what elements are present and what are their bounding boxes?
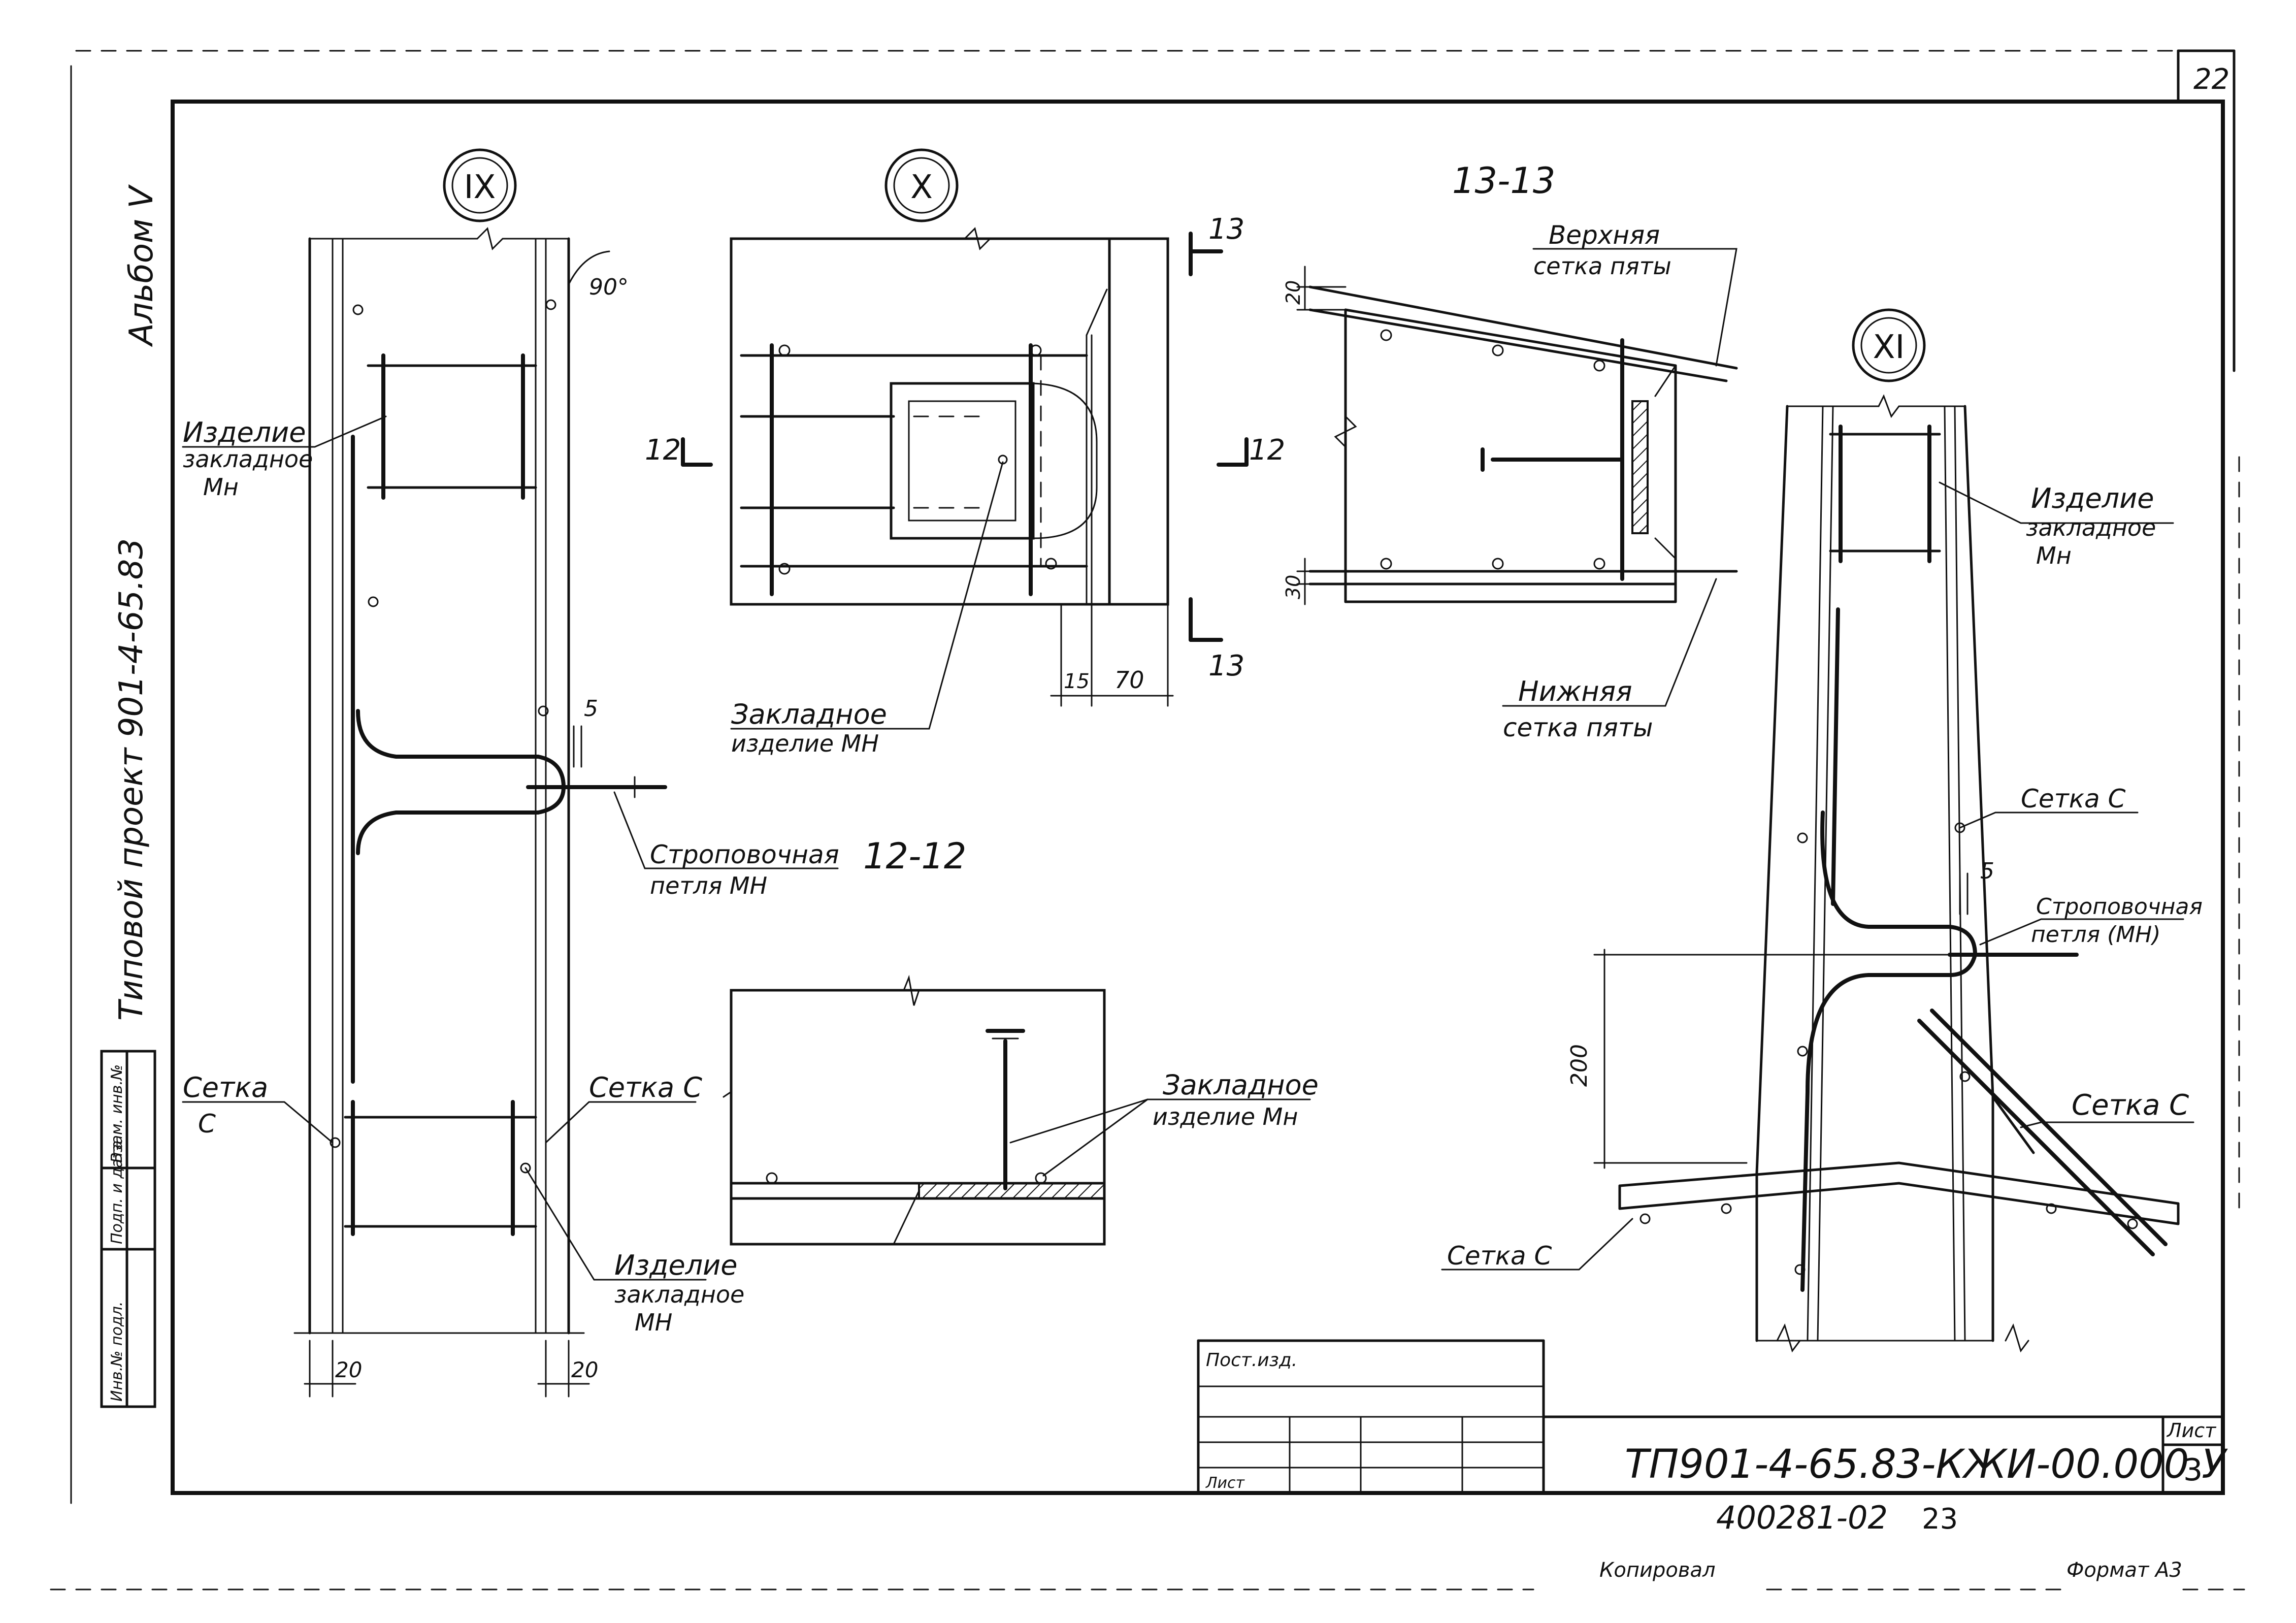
x-embedded-l1: Закладное [731, 698, 887, 730]
title-cell-top: Пост.изд. [1206, 1350, 1297, 1371]
ix-dim-left: 20 [335, 1357, 362, 1382]
x-dim-15: 15 [1064, 670, 1090, 693]
xi-embedded-l1: Изделие [2031, 482, 2154, 514]
ix-embedded-bottom-l2: закладное [614, 1281, 744, 1308]
cut-13-bottom: 13 [1208, 650, 1244, 683]
page-number: 22 [2193, 63, 2229, 96]
cut-12-left: 12 [645, 434, 681, 467]
s13-lower-l1: Нижняя [1518, 675, 1632, 707]
detail-x [681, 148, 1249, 730]
ix-callout: IX [464, 169, 496, 206]
xi-loop-l2: петля (МН) [2031, 922, 2160, 948]
side-stamp-cell-2: Подп. и дата [108, 1141, 126, 1244]
xi-loop-l1: Строповочная [2036, 894, 2203, 920]
s13-upper-l1: Верхняя [1549, 220, 1660, 250]
project-label: Типовой проект 901-4-65.83 [113, 538, 150, 1021]
ix-embedded-top-l1: Изделие [183, 416, 306, 448]
s12-embedded-l2: изделие Мн [1153, 1103, 1298, 1130]
s12-embedded-l1: Закладное [1163, 1069, 1319, 1101]
sheet-frame [50, 49, 2245, 1590]
footer-page: 23 [1922, 1503, 1958, 1536]
xi-gap: 5 [1980, 858, 1994, 884]
section-12-12 [723, 975, 1311, 1246]
xi-embedded-l2: закладное [2026, 514, 2156, 541]
ix-mesh-right: Сетка С [589, 1072, 702, 1103]
s13-upper-l2: сетка пяты [1533, 252, 1671, 280]
xi-dim-200: 200 [1566, 1044, 1592, 1087]
side-stamp-cell-1: Инв.№ подл. [108, 1302, 126, 1402]
title-code: ТП901-4-65.83-КЖИ-00.000 У [1625, 1442, 2228, 1487]
x-callout: X [910, 169, 933, 206]
x-embedded-l2: изделие МН [731, 730, 879, 757]
xi-embedded-l3: Мн [2036, 542, 2072, 569]
footer-inventory: 400281-02 [1716, 1499, 1888, 1536]
footer-format: Формат А3 [2067, 1559, 2182, 1582]
ix-embedded-bottom-l1: Изделие [614, 1249, 738, 1281]
s13-dim-20: 20 [1282, 280, 1304, 305]
ix-embedded-top-l3: Мн [203, 473, 239, 501]
ix-embedded-top-l2: закладное [183, 445, 313, 473]
title-block [1197, 1339, 2224, 1495]
footer-copied: Копировал [1599, 1559, 1716, 1582]
x-dim-70: 70 [1114, 666, 1144, 694]
section-13-13 [1296, 248, 1738, 707]
ix-loop-l2: петля МН [650, 872, 767, 899]
detail-ix [182, 148, 839, 1398]
album-label: Альбом V [123, 184, 160, 347]
section-12-title: 12-12 [863, 835, 966, 877]
xi-callout: XI [1873, 329, 1905, 366]
section-13-title: 13-13 [1452, 160, 1555, 202]
ix-angle: 90° [589, 274, 629, 300]
ix-mesh-left-l1: Сетка [183, 1072, 268, 1103]
side-stamp-table [100, 1050, 156, 1408]
ix-loop-l1: Строповочная [650, 840, 839, 869]
cut-13-top: 13 [1208, 213, 1244, 246]
cut-12-right: 12 [1249, 434, 1285, 467]
title-cell-bottom: Лист [1205, 1474, 1245, 1492]
xi-mesh-top: Сетка С [2021, 784, 2126, 814]
side-stamp-cell-3: Взам. инв.№ [108, 1064, 126, 1163]
s13-dim-30: 30 [1282, 575, 1304, 599]
ix-mesh-left-l2: С [198, 1109, 216, 1139]
xi-mesh-bottom: Сетка С [1447, 1241, 1552, 1271]
detail-xi [1441, 308, 2194, 1353]
s13-lower-l2: сетка пяты [1503, 713, 1653, 742]
ix-embedded-bottom-l3: МН [635, 1309, 672, 1336]
ix-dim-right: 20 [571, 1357, 598, 1382]
title-sheet-label: Лист [2166, 1419, 2217, 1442]
ix-gap: 5 [584, 696, 598, 722]
title-sheet-no: 3 [2183, 1452, 2203, 1488]
xi-mesh-diag: Сетка С [2072, 1089, 2189, 1122]
